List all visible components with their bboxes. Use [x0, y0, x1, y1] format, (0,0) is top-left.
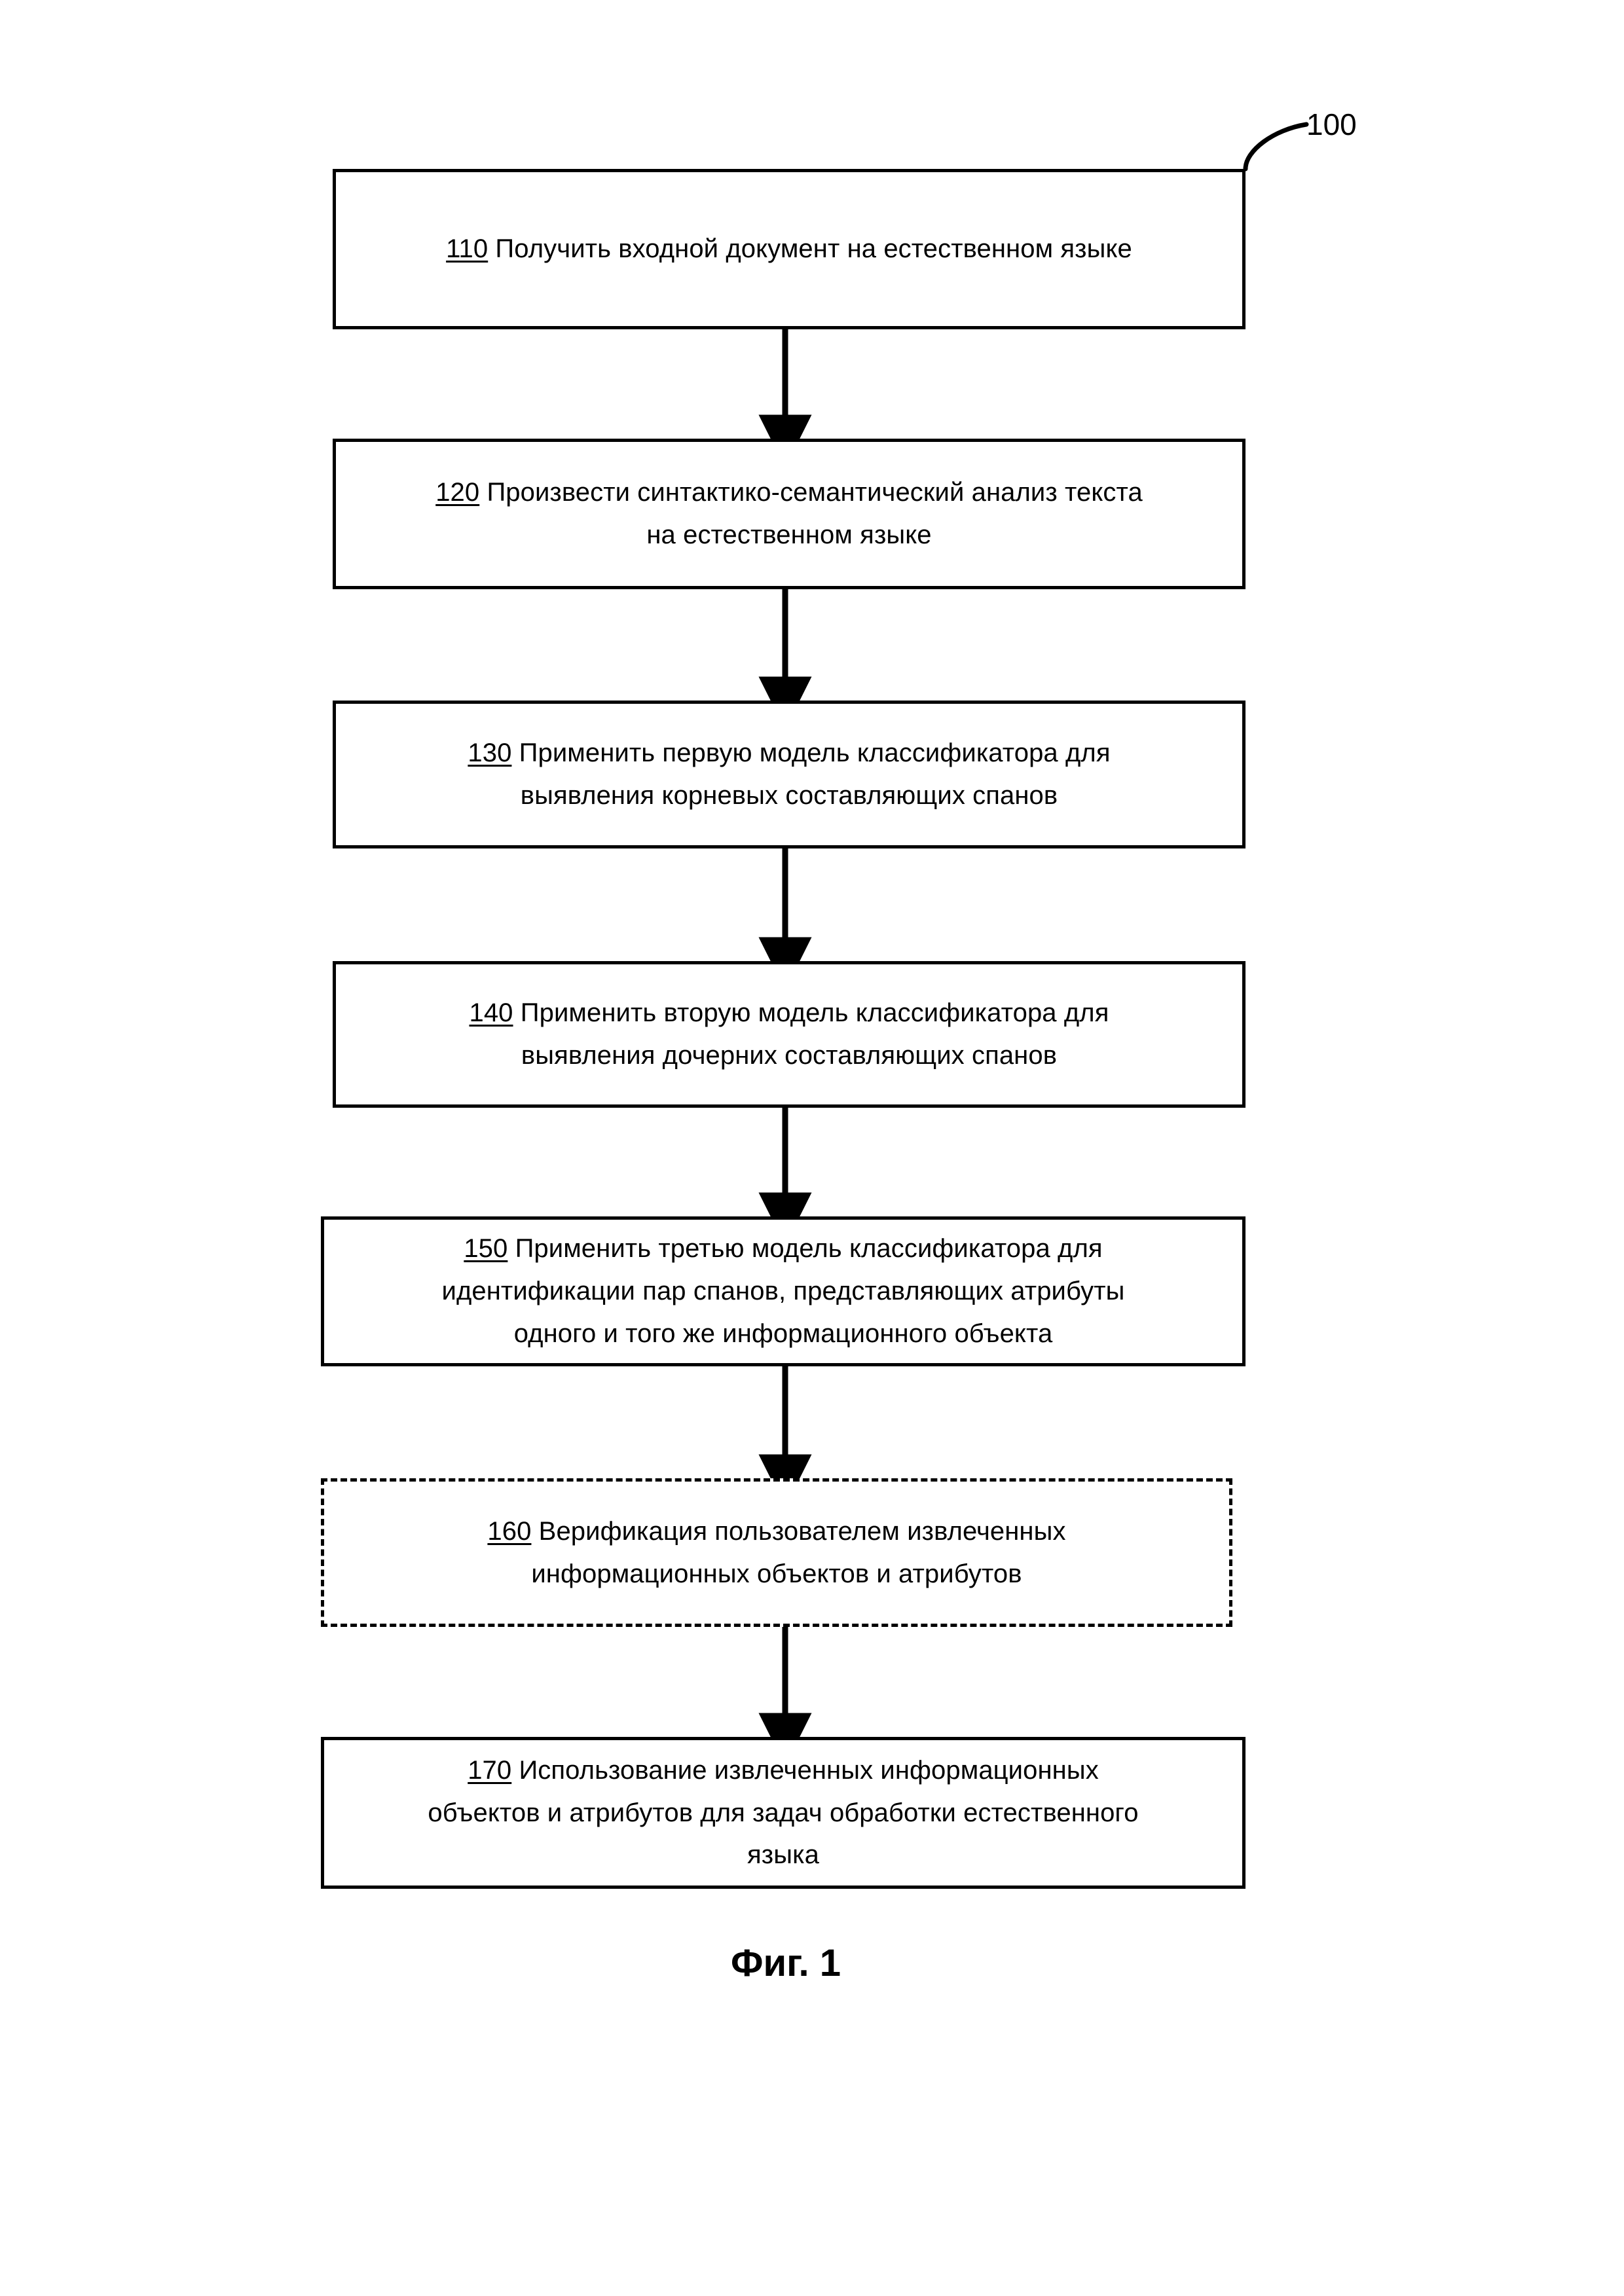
- flow-step-110-body: Получить входной документ на естественно…: [488, 234, 1132, 264]
- reference-leader-line: [1243, 122, 1309, 172]
- flow-step-150-text: 150 Применить третью модель классификато…: [420, 1228, 1147, 1355]
- flow-step-140-text: 140 Применить вторую модель классификато…: [447, 992, 1131, 1077]
- flow-step-140-body: Применить вторую модель классификатора д…: [520, 998, 1109, 1070]
- flow-step-130-text: 130 Применить первую модель классификато…: [445, 732, 1132, 817]
- flow-step-120-text: 120 Произвести синтактико-семантический …: [413, 471, 1165, 556]
- flow-step-120-ref: 120: [435, 478, 480, 507]
- flow-step-170-body: Использование извлеченных информационных…: [428, 1755, 1139, 1870]
- flow-step-130-ref: 130: [468, 738, 512, 768]
- flow-step-160: 160 Верификация пользователем извлеченны…: [321, 1478, 1232, 1627]
- flow-step-170-ref: 170: [468, 1755, 512, 1785]
- flow-step-160-body: Верификация пользователем извлеченных ин…: [531, 1516, 1066, 1588]
- flow-step-140-ref: 140: [469, 998, 513, 1028]
- figure-reference-numeral: 100: [1306, 107, 1357, 141]
- flow-step-170-text: 170 Использование извлеченных информацио…: [405, 1749, 1160, 1876]
- flow-step-160-ref: 160: [487, 1516, 532, 1546]
- flow-step-150-body: Применить третью модель классификатора д…: [441, 1234, 1125, 1348]
- flow-step-130-body: Применить первую модель классификатора д…: [519, 738, 1111, 810]
- figure-caption: Фиг. 1: [731, 1942, 841, 1984]
- flow-step-130: 130 Применить первую модель классификато…: [333, 701, 1246, 848]
- flow-step-140: 140 Применить вторую модель классификато…: [333, 961, 1246, 1108]
- flow-step-160-text: 160 Верификация пользователем извлеченны…: [465, 1510, 1088, 1595]
- flow-step-110: 110 Получить входной документ на естеств…: [333, 169, 1246, 329]
- flow-step-120-body: Произвести синтактико-семантический анал…: [487, 478, 1143, 549]
- flow-step-150: 150 Применить третью модель классификато…: [321, 1216, 1246, 1366]
- flow-step-110-ref: 110: [446, 234, 489, 264]
- flow-step-110-text: 110 Получить входной документ на естеств…: [424, 228, 1154, 270]
- flow-step-120: 120 Произвести синтактико-семантический …: [333, 439, 1246, 589]
- flow-step-170: 170 Использование извлеченных информацио…: [321, 1737, 1246, 1889]
- flow-step-150-ref: 150: [464, 1234, 508, 1264]
